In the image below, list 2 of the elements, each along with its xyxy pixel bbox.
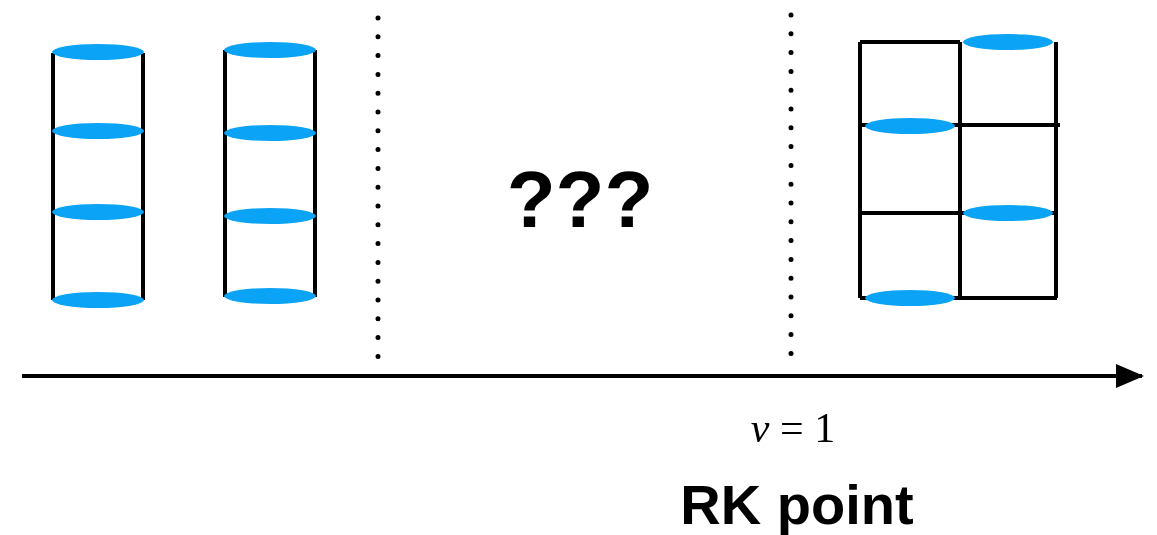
parameter-label: v = 1 [750,407,836,449]
question-marks: ??? [506,160,654,240]
